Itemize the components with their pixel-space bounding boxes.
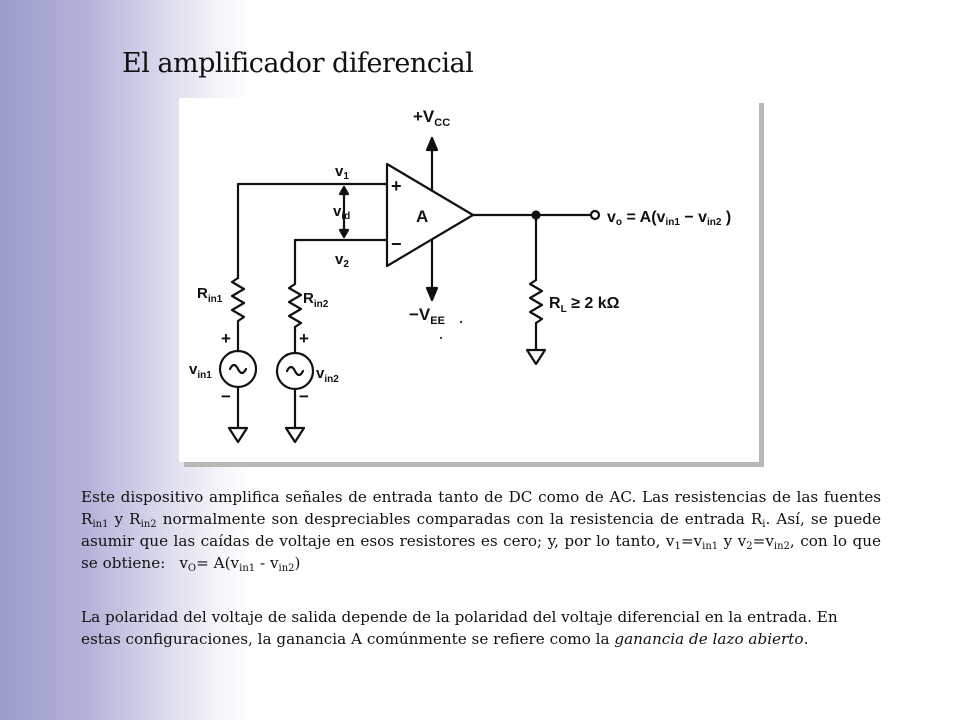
vin1-ground-icon	[227, 426, 249, 444]
output-equation: vo = A(vin1 − vin2 )	[607, 209, 731, 228]
vin2-plus: +	[299, 329, 309, 348]
vin1-minus: −	[221, 387, 231, 406]
rin1-label: Rin1	[197, 285, 223, 305]
v1-label: v1	[335, 163, 349, 182]
vee-label: −VEE	[409, 305, 445, 327]
differential-amplifier-circuit: +VCC −VEE v1 vid v2 + − A vo = A(vin1 − …	[179, 98, 759, 462]
description-paragraph-2: La polaridad del voltaje de salida depen…	[81, 608, 838, 648]
vin1-label: vin1	[189, 361, 212, 381]
input1-wire	[236, 182, 389, 280]
circuit-diagram: +VCC −VEE v1 vid v2 + − A vo = A(vin1 − …	[189, 107, 731, 444]
description-paragraph-1: Este dispositivo amplifica señales de en…	[81, 488, 881, 574]
inverting-sign: −	[391, 234, 402, 254]
gain-label: A	[416, 207, 428, 226]
rl-label: RL ≥ 2 kΩ	[549, 295, 620, 315]
vcc-arrow	[425, 136, 439, 152]
slide-title: El amplificador diferencial	[122, 48, 474, 79]
rin2-resistor	[287, 282, 303, 329]
vcc-label: +VCC	[413, 107, 450, 129]
gain-equation: vO= A(vin1 - vin2)	[179, 554, 301, 574]
vin2-label: vin2	[316, 365, 339, 385]
input2-wire	[293, 238, 389, 286]
vin2-ground-icon	[284, 426, 306, 444]
rl-resistor	[528, 278, 544, 325]
rin2-label: Rin2	[303, 290, 329, 310]
vid-label: vid	[333, 203, 350, 222]
open-loop-gain-term: ganancia de lazo abierto	[614, 630, 804, 648]
rl-ground-icon	[525, 348, 547, 366]
vin1-plus: +	[221, 329, 231, 348]
opamp-triangle	[385, 162, 475, 268]
vee-arrow	[425, 286, 439, 302]
vin2-minus: −	[299, 387, 309, 406]
v2-label: v2	[335, 251, 349, 270]
noninverting-sign: +	[391, 176, 402, 196]
output-terminal	[589, 209, 601, 221]
rin1-resistor	[230, 276, 246, 323]
